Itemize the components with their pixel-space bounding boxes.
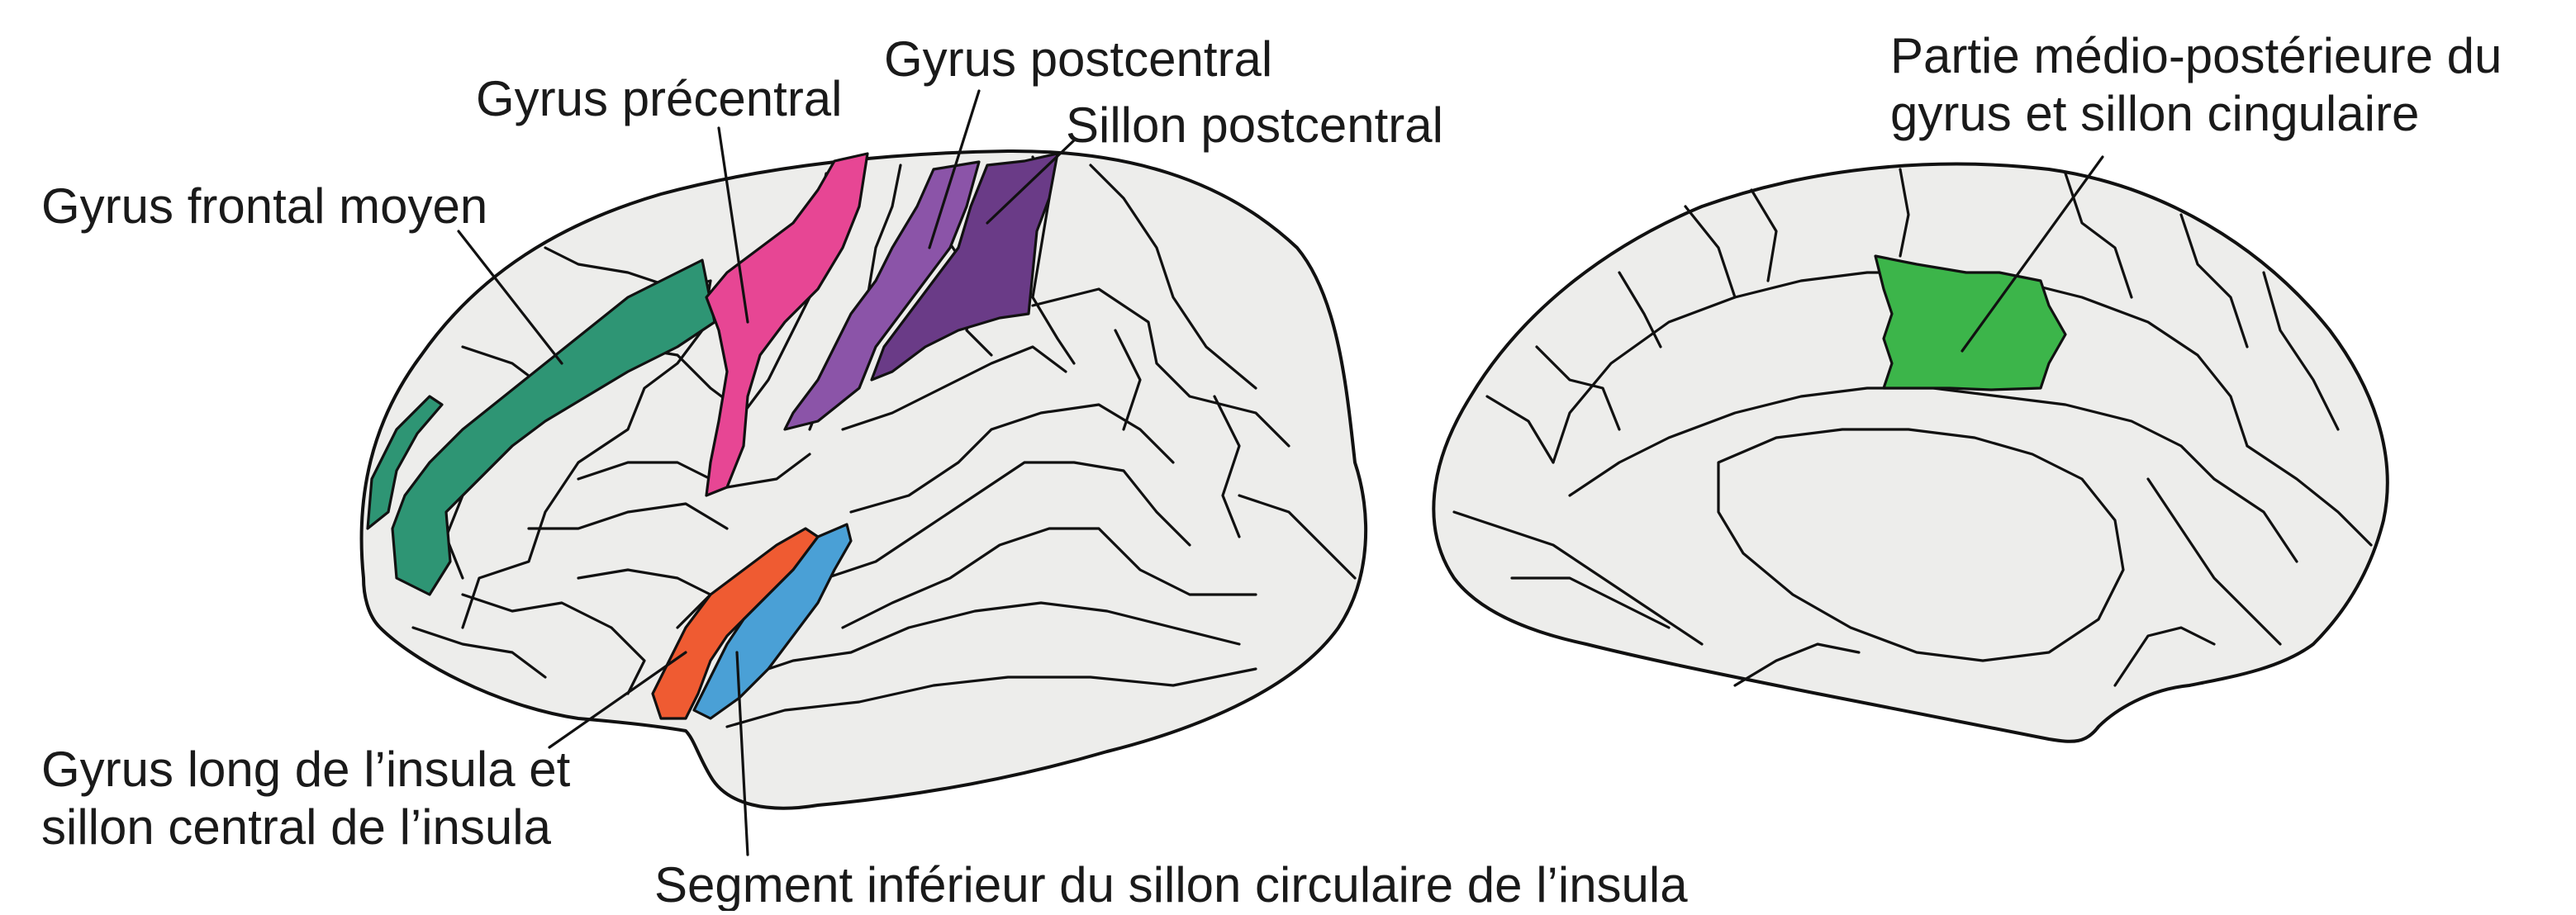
lateral-hemisphere-outline: [362, 151, 1366, 808]
label-gyrus-postcentral: Gyrus postcentral: [884, 31, 1272, 87]
label-sillon-postcentral: Sillon postcentral: [1066, 97, 1443, 153]
label-gyrus-frontal-moyen: Gyrus frontal moyen: [41, 178, 487, 234]
lateral-hemisphere: [362, 91, 1366, 855]
medial-hemisphere: [1433, 157, 2387, 742]
label-segment-inferieur: Segment inférieur du sillon circulaire d…: [654, 857, 1688, 911]
label-insula-long-line1: Gyrus long de l’insula et: [41, 742, 571, 797]
label-insula-long-line2: sillon central de l’insula: [41, 799, 552, 855]
label-cingulaire-line2: gyrus et sillon cingulaire: [1890, 86, 2419, 141]
label-cingulaire-line1: Partie médio-postérieure du: [1890, 28, 2502, 83]
label-gyrus-precentral: Gyrus précentral: [476, 71, 843, 126]
medial-hemisphere-outline: [1433, 164, 2387, 742]
